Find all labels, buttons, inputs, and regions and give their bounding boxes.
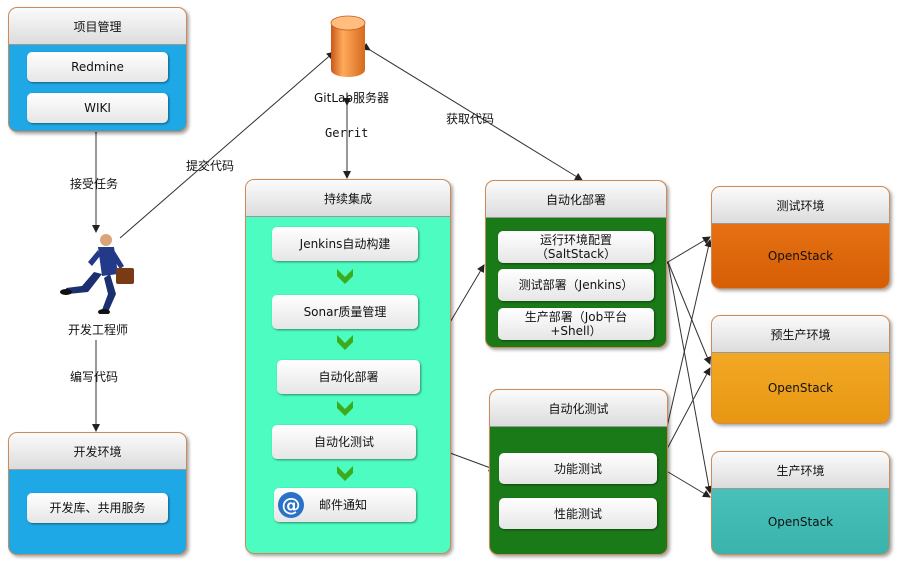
running-man-icon bbox=[60, 234, 134, 314]
ci-auto-test-step[interactable]: 自动化测试 bbox=[272, 425, 416, 459]
test-environment-openstack: OpenStack bbox=[767, 249, 834, 263]
auto-deploy-panel: 自动化部署 运行环境配置 （SaltStack） 测试部署（Jenkins） 生… bbox=[485, 180, 667, 348]
dev-environment-panel: 开发环境 开发库、共用服务 bbox=[8, 432, 187, 555]
prod-environment-title: 生产环境 bbox=[712, 452, 889, 489]
dev-library-item[interactable]: 开发库、共用服务 bbox=[27, 493, 168, 523]
ci-auto-deploy-step[interactable]: 自动化部署 bbox=[277, 360, 420, 394]
auto-test-panel: 自动化测试 功能测试 性能测试 bbox=[489, 389, 668, 555]
wiki-item[interactable]: WIKI bbox=[27, 93, 168, 123]
preprod-environment-panel: 预生产环境 OpenStack bbox=[711, 315, 890, 424]
ci-title: 持续集成 bbox=[246, 180, 450, 217]
test-deploy-jenkins-item[interactable]: 测试部署（Jenkins） bbox=[498, 269, 654, 301]
continuous-integration-panel: 持续集成 Jenkins自动构建 Sonar质量管理 自动化部署 自动化测试 @… bbox=[245, 179, 451, 554]
redmine-item[interactable]: Redmine bbox=[27, 52, 168, 82]
auto-deploy-title: 自动化部署 bbox=[486, 181, 666, 218]
project-management-title: 项目管理 bbox=[9, 8, 186, 45]
down-arrow-icon bbox=[337, 269, 353, 284]
prod-environment-panel: 生产环境 OpenStack bbox=[711, 451, 890, 555]
database-icon bbox=[330, 15, 366, 77]
developer-label: 开发工程师 bbox=[68, 323, 129, 337]
test-environment-title: 测试环境 bbox=[712, 187, 889, 224]
preprod-environment-openstack: OpenStack bbox=[767, 381, 834, 395]
dev-environment-title: 开发环境 bbox=[9, 433, 186, 470]
edge-label-accept-task: 接受任务 bbox=[70, 177, 119, 191]
edge-label-commit-code: 提交代码 bbox=[186, 159, 235, 173]
edge-label-write-code: 编写代码 bbox=[70, 370, 119, 384]
edge-label-gerrit: Gerrit bbox=[325, 126, 369, 140]
jenkins-build-step[interactable]: Jenkins自动构建 bbox=[272, 227, 418, 261]
sonar-quality-step[interactable]: Sonar质量管理 bbox=[272, 295, 418, 329]
functional-test-item[interactable]: 功能测试 bbox=[499, 453, 657, 484]
env-config-saltstack-item[interactable]: 运行环境配置 （SaltStack） bbox=[498, 231, 654, 263]
at-sign-icon: @ bbox=[278, 492, 304, 518]
down-arrow-icon bbox=[337, 335, 353, 350]
test-environment-panel: 测试环境 OpenStack bbox=[711, 186, 890, 289]
preprod-environment-title: 预生产环境 bbox=[712, 316, 889, 353]
down-arrow-icon bbox=[337, 466, 353, 481]
email-notify-step[interactable]: @ 邮件通知 bbox=[274, 488, 416, 522]
gitlab-server-label: GitLab服务器 bbox=[314, 91, 389, 105]
email-notify-label: 邮件通知 bbox=[319, 498, 368, 512]
prod-environment-openstack: OpenStack bbox=[767, 514, 834, 529]
auto-test-title: 自动化测试 bbox=[490, 390, 667, 427]
project-management-panel: 项目管理 Redmine WIKI bbox=[8, 7, 187, 132]
svg-text:@: @ bbox=[282, 494, 301, 516]
down-arrow-icon bbox=[337, 401, 353, 416]
edge-label-fetch-code: 获取代码 bbox=[446, 112, 495, 126]
prod-deploy-job-item[interactable]: 生产部署（Job平台 +Shell） bbox=[498, 308, 654, 340]
performance-test-item[interactable]: 性能测试 bbox=[499, 498, 657, 529]
